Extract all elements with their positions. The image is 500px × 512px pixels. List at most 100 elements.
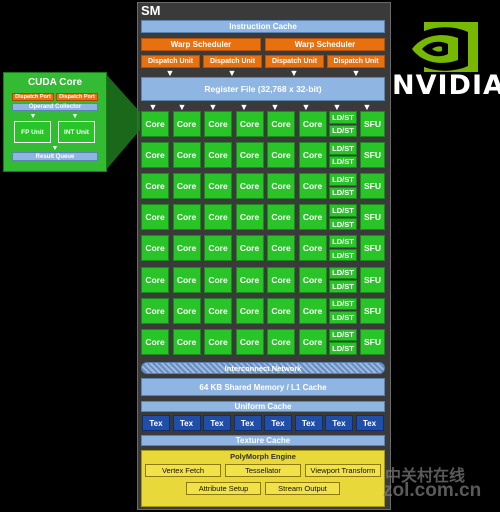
instruction-cache: Instruction Cache [141, 20, 385, 33]
core: Core [172, 328, 201, 355]
core: Core [267, 297, 295, 324]
operand-collector: Operand Collector [12, 103, 98, 111]
core: Core [141, 235, 169, 262]
polymorph-engine [141, 450, 385, 507]
core: Core [235, 235, 264, 262]
core: Core [298, 173, 327, 200]
tex-unit: Tex [264, 415, 292, 431]
ld-st-unit: LD/ST [329, 142, 357, 155]
tex-unit: Tex [294, 415, 323, 431]
interconnect-network: Interconnect Network [141, 362, 385, 374]
dispatch-unit-1: Dispatch Unit [141, 55, 200, 68]
tex-unit: Tex [172, 415, 201, 431]
core: Core [141, 142, 169, 169]
dispatch-port-1: Dispatch Port [12, 93, 54, 101]
ld-st-unit: LD/ST [329, 342, 357, 355]
watermark-url: zol.com.cn [383, 480, 482, 501]
ld-st-unit: LD/ST [329, 266, 357, 279]
tex-unit: Tex [233, 415, 262, 431]
core: Core [172, 111, 201, 137]
ld-st-unit: LD/ST [329, 311, 357, 324]
core: Core [204, 204, 232, 231]
uniform-cache: Uniform Cache [141, 401, 385, 412]
down-arrow-icon: ▼ [51, 145, 59, 152]
down-arrow-icon: ▼ [362, 102, 372, 112]
core: Core [204, 266, 232, 293]
warp-scheduler-1: Warp Scheduler [141, 38, 261, 51]
core: Core [204, 173, 232, 200]
int-unit: INT Unit [58, 121, 95, 143]
sfu: SFU [360, 297, 385, 324]
nvidia-eye-icon [402, 22, 478, 72]
tex-unit: Tex [355, 415, 384, 431]
core: Core [298, 235, 327, 262]
sfu: SFU [360, 173, 385, 200]
core: Core [172, 266, 201, 293]
core: Core [204, 142, 232, 169]
core: Core [235, 328, 264, 355]
down-arrow-icon: ▼ [332, 102, 342, 112]
dispatch-port-2: Dispatch Port [56, 93, 98, 101]
core: Core [235, 111, 264, 137]
core: Core [298, 204, 327, 231]
sm-title: SM [141, 3, 161, 18]
core: Core [204, 297, 232, 324]
result-queue: Result Queue [12, 152, 98, 161]
core: Core [204, 111, 232, 137]
core: Core [235, 266, 264, 293]
core: Core [298, 328, 327, 355]
ld-st-unit: LD/ST [329, 235, 357, 248]
core: Core [235, 173, 264, 200]
down-arrow-icon: ▼ [177, 102, 187, 112]
cuda-core-title: CUDA Core [27, 77, 83, 88]
down-arrow-icon: ▼ [351, 68, 361, 78]
core: Core [267, 111, 295, 137]
core: Core [267, 173, 295, 200]
dispatch-unit-2: Dispatch Unit [203, 55, 262, 68]
core: Core [172, 142, 201, 169]
core: Core [235, 204, 264, 231]
ld-st-unit: LD/ST [329, 248, 357, 262]
down-arrow-icon: ▼ [227, 68, 237, 78]
core: Core [267, 142, 295, 169]
dispatch-unit-4: Dispatch Unit [327, 55, 385, 68]
dispatch-unit-3: Dispatch Unit [265, 55, 324, 68]
ld-st-unit: LD/ST [329, 173, 357, 186]
sfu: SFU [360, 266, 385, 293]
core: Core [141, 328, 169, 355]
sfu: SFU [360, 111, 385, 137]
ld-st-unit: LD/ST [329, 111, 357, 124]
core: Core [141, 297, 169, 324]
down-arrow-icon: ▼ [239, 102, 249, 112]
core: Core [267, 266, 295, 293]
down-arrow-icon: ▼ [208, 102, 218, 112]
attribute-setup: Attribute Setup [186, 482, 261, 495]
core: Core [141, 266, 169, 293]
down-arrow-icon: ▼ [289, 68, 299, 78]
down-arrow-icon: ▼ [71, 113, 79, 120]
ld-st-unit: LD/ST [329, 186, 357, 200]
core: Core [172, 297, 201, 324]
tessellator: Tessellator [225, 464, 301, 477]
warp-scheduler-2: Warp Scheduler [265, 38, 385, 51]
core: Core [267, 328, 295, 355]
ld-st-unit: LD/ST [329, 297, 357, 311]
ld-st-unit: LD/ST [329, 280, 357, 293]
core: Core [267, 235, 295, 262]
register-file: Register File (32,768 x 32-bit) [141, 77, 385, 101]
ld-st-unit: LD/ST [329, 204, 357, 217]
shared-memory-l1-cache: 64 KB Shared Memory / L1 Cache [141, 378, 385, 396]
down-arrow-icon: ▼ [165, 68, 175, 78]
core: Core [267, 204, 295, 231]
core: Core [204, 328, 232, 355]
down-arrow-icon: ▼ [301, 102, 311, 112]
core: Core [172, 204, 201, 231]
core: Core [204, 235, 232, 262]
core: Core [298, 111, 327, 137]
down-arrow-icon: ▼ [148, 102, 158, 112]
ld-st-unit: LD/ST [329, 328, 357, 342]
texture-cache: Texture Cache [141, 435, 385, 446]
core: Core [298, 142, 327, 169]
tex-unit: Tex [203, 415, 231, 431]
polymorph-title: PolyMorph Engine [230, 452, 296, 461]
